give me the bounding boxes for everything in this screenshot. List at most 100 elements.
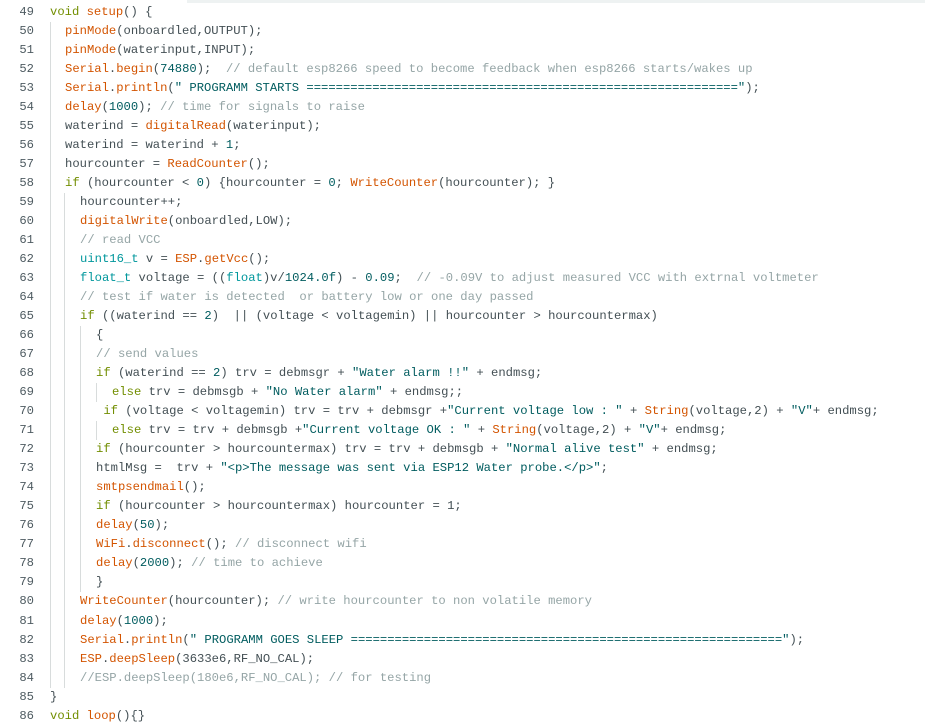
indent-guide	[80, 516, 81, 536]
indent-guide	[50, 79, 51, 99]
code-line[interactable]: 61// read VCC	[0, 231, 925, 251]
indent-guide	[64, 668, 65, 688]
indent-guide	[50, 535, 51, 555]
code-text: if (voltage < voltagemin) trv = trv + de…	[96, 402, 878, 421]
indent-guide	[64, 497, 65, 517]
token-num: 1024.0f	[284, 271, 337, 286]
indent-guide	[50, 250, 51, 270]
indent-guide	[50, 22, 51, 42]
code-text: if (hourcounter < 0) {hourcounter = 0; W…	[65, 174, 555, 193]
indent-guide	[50, 383, 51, 403]
line-number: 51	[19, 43, 34, 58]
line-number: 50	[19, 24, 34, 39]
indent-guide	[64, 535, 65, 555]
line-number: 56	[19, 138, 34, 153]
code-text: htmlMsg = trv + "<p>The message was sent…	[96, 459, 608, 478]
indent-guide	[80, 573, 81, 593]
code-text: uint16_t v = ESP.getVcc();	[80, 250, 270, 269]
line-number: 79	[19, 575, 34, 590]
code-line[interactable]: 66{	[0, 326, 925, 346]
indent-guide	[50, 288, 51, 308]
code-text: if ((waterind == 2) || (voltage < voltag…	[80, 307, 658, 326]
code-line[interactable]: 85}	[0, 688, 925, 707]
token-text: (voltage < voltagemin) trv = trv + debms…	[117, 404, 448, 419]
indent-guide	[50, 421, 51, 441]
code-text: delay(2000); // time to achieve	[96, 554, 323, 573]
line-number: 67	[19, 347, 34, 362]
line-number: 80	[19, 594, 34, 609]
token-str: "Current voltage OK : "	[302, 423, 471, 438]
token-text: (3633e6,RF_NO_CAL);	[175, 651, 315, 666]
token-fn: ESP	[175, 252, 198, 267]
code-line[interactable]: 79}	[0, 573, 925, 593]
token-text: (	[132, 518, 140, 533]
indent-guide	[50, 516, 51, 536]
line-number: 81	[19, 613, 34, 628]
indent-guide	[50, 117, 51, 137]
indent-guide	[50, 554, 51, 574]
indent-guide	[50, 193, 51, 213]
token-text: trv = debmsgb +	[141, 385, 266, 400]
token-text: (	[101, 100, 109, 115]
token-str: "V"	[638, 423, 661, 438]
indent-guide	[64, 421, 65, 441]
indent-guide	[64, 269, 65, 289]
token-text: hourcounter++;	[80, 195, 183, 210]
indent-guide	[64, 611, 65, 631]
token-kw: if	[96, 366, 111, 381]
token-num: 2	[204, 309, 212, 324]
token-str: "V"	[790, 404, 813, 419]
indent-guide	[50, 459, 51, 479]
code-line[interactable]: 78 delay(2000); // time to achieve	[0, 554, 925, 574]
code-line[interactable]: 67// send values	[0, 345, 925, 365]
token-fn: delay	[96, 518, 133, 533]
code-line[interactable]: 84//ESP.deepSleep(180e6,RF_NO_CAL); // f…	[0, 668, 925, 688]
token-fn: ReadCounter	[167, 157, 248, 172]
line-number: 78	[19, 556, 34, 571]
token-fn: Serial	[65, 62, 109, 77]
token-text: + endmsg;;	[382, 385, 464, 400]
token-fn: disconnect	[132, 537, 206, 552]
code-line[interactable]: 70 if (voltage < voltagemin) trv = trv +…	[0, 402, 925, 422]
indent-guide	[80, 326, 81, 346]
token-num: 1000	[108, 100, 139, 115]
line-number: 63	[19, 271, 34, 286]
token-text: );	[196, 62, 226, 77]
token-str: "Water alarm !!"	[352, 366, 470, 381]
indent-guide	[96, 383, 97, 403]
code-line[interactable]: 64// test if water is detected or batter…	[0, 288, 925, 308]
code-text: hourcounter = ReadCounter();	[65, 155, 270, 174]
token-text: }	[96, 575, 104, 590]
line-number: 49	[19, 5, 34, 19]
